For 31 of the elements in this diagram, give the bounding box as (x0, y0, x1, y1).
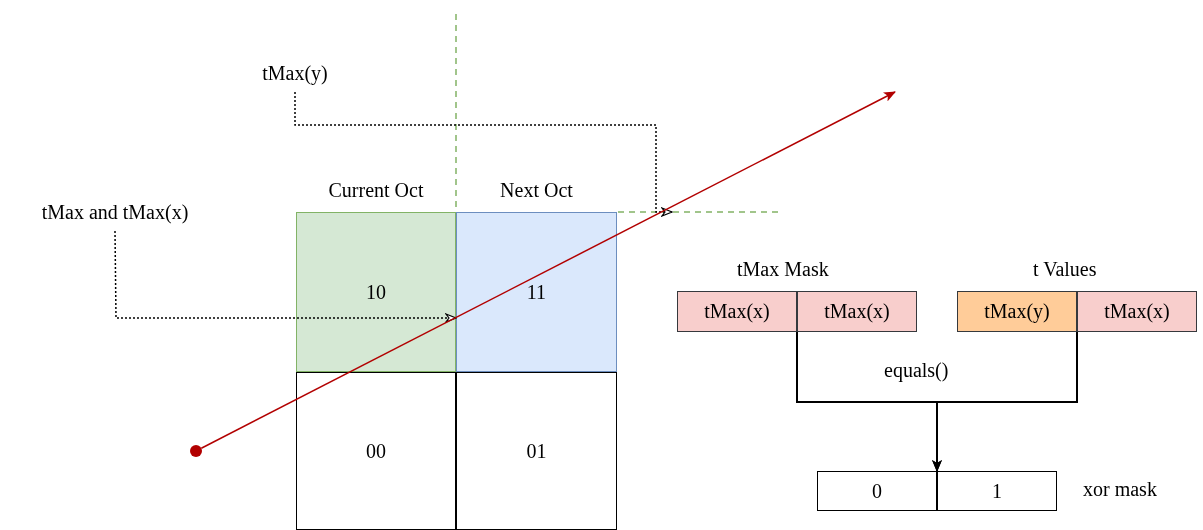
cell-value: 11 (526, 280, 547, 304)
grid-cell (817, 471, 937, 511)
colored-cell (957, 291, 1077, 332)
edge-label: equals() (882, 359, 951, 382)
arrow (932, 331, 1078, 472)
grid-cell (937, 471, 1057, 511)
callout-text: tMax(y) (248, 58, 342, 88)
grid-cell (296, 372, 456, 530)
label-text: t Values (1033, 258, 1097, 281)
cell-value: tMax(x) (1104, 300, 1170, 323)
ray-arrow (200, 91, 896, 449)
cell-value: 10 (366, 280, 386, 304)
leader-arrow (114, 230, 457, 323)
cell-heading: Current Oct (328, 179, 424, 201)
grid-cell (456, 372, 617, 530)
callout-text: tMax and tMax(x) (8, 197, 222, 227)
cell-value: 1 (992, 479, 1002, 503)
start-dot (190, 445, 202, 457)
cell-heading: Next Oct (500, 179, 573, 201)
cell-value: 0 (872, 479, 882, 503)
label-text: xor mask (1083, 478, 1157, 501)
cell-value: tMax(x) (824, 300, 890, 323)
cell-value: tMax(x) (704, 300, 770, 323)
leader-arrow (294, 91, 673, 217)
cell-value: 01 (526, 439, 547, 463)
colored-cell (797, 291, 917, 332)
label-text: tMax Mask (737, 258, 829, 281)
cell-value: 00 (366, 439, 386, 463)
cell-value: tMax(y) (984, 300, 1050, 323)
colored-cell (1077, 291, 1197, 332)
colored-cell (677, 291, 797, 332)
